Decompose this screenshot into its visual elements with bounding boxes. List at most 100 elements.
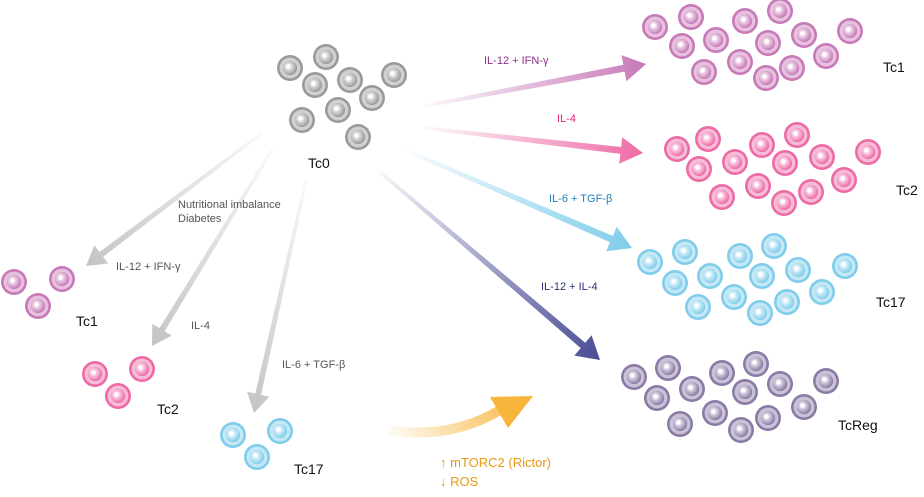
tc2-right-cell [745,173,771,199]
arrow-label-tc1-left: IL-12 + IFN-γ [116,261,181,273]
tc1-left-cell [1,269,27,295]
arrow-tc17-to-tcreg [387,396,533,438]
regulator-mtorc2-text: mTORC2 (Rictor) [450,455,551,470]
tc1-right-cell [767,0,793,24]
tcreg-right-cell [709,360,735,386]
arrow-label-tc17-right: IL-6 + TGF-β [549,193,613,205]
tc1-right-cell [755,30,781,56]
tc17-right-cell [672,239,698,265]
tc17-left-cell [244,444,270,470]
tc2-right-label: Tc2 [896,182,918,198]
arrow-label-tc1-right: IL-12 + IFN-γ [484,55,549,67]
tcreg-right-cell [791,394,817,420]
regulator-mtorc2: ↑ mTORC2 (Rictor) [440,456,551,469]
regulator-ros-text: ROS [450,474,479,489]
tc1-left-cell [49,266,75,292]
tc2-right-cell [772,150,798,176]
tc1-right-cell [678,4,704,30]
tc17-right-cell [637,249,663,275]
tc0-cell [277,55,303,81]
arrow-to-tc17-right [404,148,632,252]
tc1-right-cell [791,22,817,48]
tc17-right-cell [832,253,858,279]
up-arrow-icon: ↑ [440,455,447,470]
tc1-right-cell [813,43,839,69]
tc2-left-cell [105,383,131,409]
tc2-right-cell [771,190,797,216]
tc17-right-cell [749,263,775,289]
tcreg-right-cell [732,379,758,405]
tc17-right-cell [727,243,753,269]
tc2-right-cell [722,149,748,175]
tcreg-right-cell [679,376,705,402]
tcreg-right-cell [621,364,647,390]
tc17-right-cell [685,294,711,320]
tc17-right-cell [697,263,723,289]
arrow-to-tc1-left [86,131,263,266]
tcreg-right-label: TcReg [838,417,878,433]
tc1-left-cell [25,293,51,319]
tc17-left-cell [267,418,293,444]
tc0-cell [381,62,407,88]
tc2-right-cell [831,167,857,193]
tc2-right-cell [686,156,712,182]
tc17-right-label: Tc17 [876,294,906,310]
tc2-right-cell [809,144,835,170]
tcreg-right-cell [767,371,793,397]
tc0-cell [289,107,315,133]
arrow-label-tcreg-right: IL-12 + IL-4 [541,281,598,293]
arrow-label-tc17-left: IL-6 + TGF-β [282,359,346,371]
tc1-right-cell [642,14,668,40]
tc1-right-cell [703,27,729,53]
arrow-to-tcreg-right [378,170,600,360]
tcreg-right-cell [813,368,839,394]
tc17-right-cell [721,284,747,310]
tc17-left-label: Tc17 [294,461,324,477]
tc1-right-cell [691,59,717,85]
tc0-label: Tc0 [308,155,330,171]
tc1-right-label: Tc1 [883,59,905,75]
tc2-left-cell [82,361,108,387]
regulator-ros: ↓ ROS [440,475,478,488]
cells-layer [1,0,881,470]
tc17-right-cell [761,233,787,259]
arrow-label-tc2-right: IL-4 [557,113,576,125]
down-arrow-icon: ↓ [440,474,447,489]
tc2-right-cell [695,126,721,152]
arrows-layer [86,55,646,438]
tc0-cell [359,85,385,111]
tc1-right-cell [837,18,863,44]
tc17-right-cell [809,279,835,305]
tc2-left-cell [129,356,155,382]
arrow-to-tc17-left [247,179,308,413]
tc2-left-label: Tc2 [157,401,179,417]
condition-nutritional-imbalance: Nutritional imbalance [178,199,281,211]
tc0-cell [302,72,328,98]
tc2-right-cell [749,132,775,158]
tc1-right-cell [727,49,753,75]
tcreg-right-cell [755,405,781,431]
tc2-right-cell [664,136,690,162]
tc1-right-cell [732,8,758,34]
tcreg-right-cell [655,355,681,381]
tc17-right-cell [747,300,773,326]
tc17-left-cell [220,422,246,448]
tcreg-right-cell [743,351,769,377]
tc1-right-cell [779,55,805,81]
tc17-right-cell [774,289,800,315]
arrow-to-tc1-right [424,55,646,108]
tc0-cell [313,44,339,70]
arrow-label-tc2-left: IL-4 [191,320,210,332]
tc2-right-cell [855,139,881,165]
tc2-right-cell [784,122,810,148]
tc1-right-cell [753,65,779,91]
tc0-cell [325,97,351,123]
tc0-cell [337,67,363,93]
tc1-right-cell [669,33,695,59]
tc17-right-cell [662,270,688,296]
condition-diabetes: Diabetes [178,213,222,225]
tcreg-right-cell [644,385,670,411]
tc2-right-cell [709,184,735,210]
tcreg-right-cell [667,411,693,437]
